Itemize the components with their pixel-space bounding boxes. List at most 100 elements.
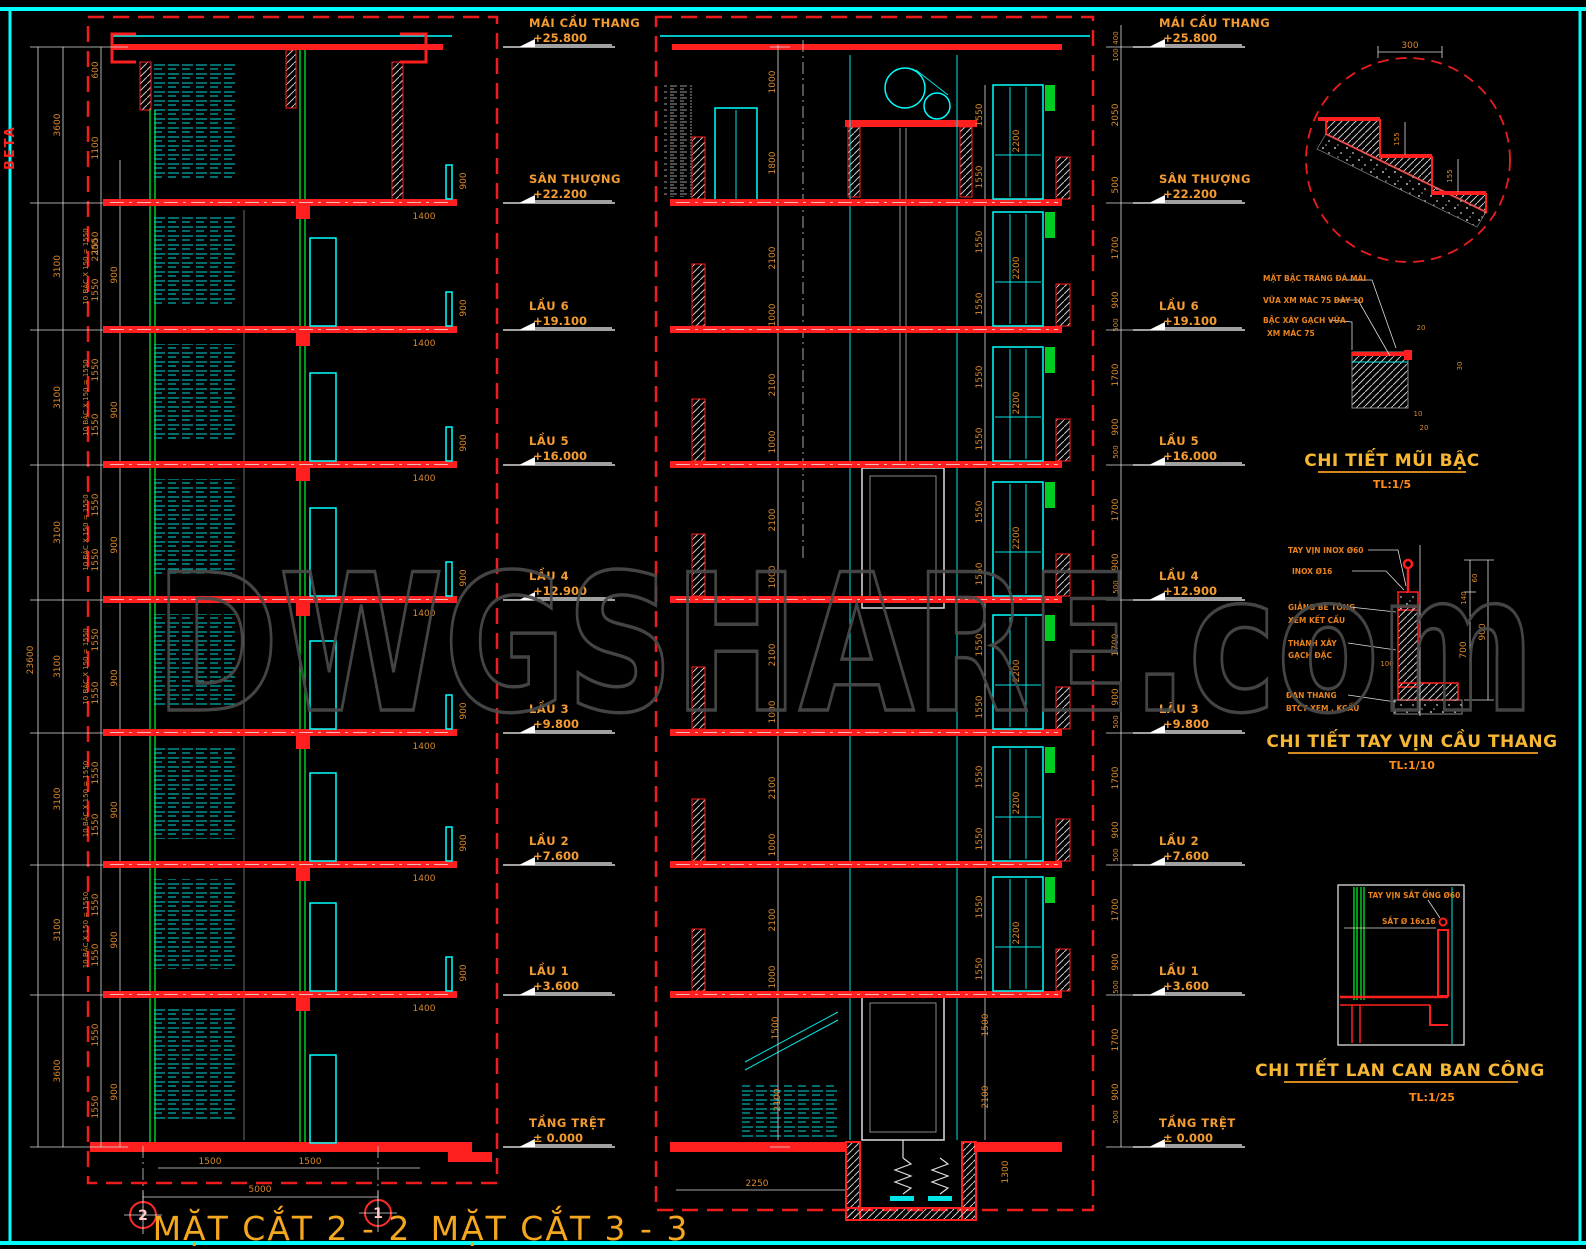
note-label: MẶT BẬC TRÁNG ĐÁ MÀI xyxy=(1263,274,1366,283)
dim-label: 900 xyxy=(110,401,120,418)
note-label: XM MÁC 75 xyxy=(1267,329,1315,338)
stair-flight xyxy=(152,614,238,707)
dim-label: +7.600 xyxy=(1163,849,1209,863)
section-2-2-drawing: 23600 3600 600 1100 2200 1500 1500 14009… xyxy=(26,32,492,1208)
dim-label: +22.200 xyxy=(1163,187,1217,201)
dim-label: 1500 xyxy=(299,1157,322,1167)
dim-label: LẦU 4 xyxy=(529,566,569,583)
dim-label: 140 xyxy=(1460,591,1468,604)
dim-label: 1550 xyxy=(91,493,101,516)
dim-label: 900 xyxy=(459,172,469,189)
dim-label: MÁI CẦU THANG xyxy=(529,13,640,30)
dim-label: 1700 xyxy=(1111,766,1121,789)
door-frame xyxy=(309,237,337,327)
dim-label: +12.900 xyxy=(1163,584,1217,598)
lintel xyxy=(1045,482,1055,508)
dim-label: 1550 xyxy=(91,358,101,381)
pier-hatch xyxy=(1055,818,1071,862)
dim-label: 1550 xyxy=(91,813,101,836)
dim-label: 5000 xyxy=(249,1185,272,1195)
dim-label: LẦU 1 xyxy=(1159,961,1199,978)
dim-label: 1400 xyxy=(413,212,436,222)
dim-label: 1700 xyxy=(1111,236,1121,259)
pier-hatch xyxy=(1055,156,1071,200)
window-frame xyxy=(992,84,1044,200)
window-frame xyxy=(992,481,1044,597)
stair-flight xyxy=(152,1009,238,1121)
beam xyxy=(296,206,310,219)
dim-label: 2250 xyxy=(746,1179,769,1189)
dim-label: 10 BẬC X 150 = 1550 xyxy=(81,892,90,968)
dim-label: ± 0.000 xyxy=(1163,1131,1213,1145)
note-label: GIẰNG BÊ TÔNG xyxy=(1288,602,1355,612)
dim-label: 2200 xyxy=(1012,256,1022,279)
dim-label: 2200 xyxy=(1012,129,1022,152)
beam xyxy=(296,468,310,481)
dim-label: 1000 xyxy=(768,833,778,856)
section-3-3-title: MẶT CẮT 3 - 3 xyxy=(431,1204,690,1248)
section-2-2-title: MẶT CẮT 2 - 2 xyxy=(153,1204,412,1248)
stair-flight xyxy=(152,217,238,304)
dim-label: 1550 xyxy=(91,1023,101,1046)
dim-label: 1550 xyxy=(975,562,985,585)
dim-label: 900 xyxy=(110,1083,120,1100)
corner-tag: BETA xyxy=(3,125,18,170)
pier-hatch xyxy=(1055,686,1071,730)
detail-title: CHI TIẾT MŨI BẬC xyxy=(1304,447,1480,471)
dim-label: 1000 xyxy=(768,565,778,588)
door-frame xyxy=(309,772,337,862)
dim-label: 1550 xyxy=(975,827,985,850)
window-frame xyxy=(992,876,1044,992)
dim-label: 500 xyxy=(1112,715,1120,728)
grid-bubble: 2 xyxy=(138,1208,148,1224)
dim-label: 1800 xyxy=(768,151,778,174)
detail-stair-nose: 300 155 155 20 30 10 20 MẶT BẬC TRÁNG ĐÁ… xyxy=(1263,41,1511,491)
dim-label: 1400 xyxy=(413,609,436,619)
dim-label: 10 BẬC X 150 = 1550 xyxy=(81,628,90,704)
window-frame xyxy=(992,746,1044,862)
wall-hatch xyxy=(691,928,706,992)
dim-label: 3100 xyxy=(53,918,63,941)
dim-label: 1550 xyxy=(91,761,101,784)
stair-flight xyxy=(152,879,238,969)
door-frame xyxy=(309,507,337,597)
detail-balcony-rail: TAY VỊN SẮT ỐNG Ø60 SẮT Ø 16x16 CHI TIẾT… xyxy=(1255,884,1545,1104)
dim-label: 500 xyxy=(1112,980,1120,993)
dim-label: 500 xyxy=(1112,318,1120,331)
note-label: SẮT Ø 16x16 xyxy=(1382,916,1436,926)
wall-hatch xyxy=(691,136,706,200)
beam xyxy=(296,998,310,1011)
dim-label: 2100 xyxy=(768,246,778,269)
dim-label: 1550 xyxy=(975,230,985,253)
detail-title: CHI TIẾT LAN CAN BAN CÔNG xyxy=(1255,1057,1545,1081)
dim-label: 1000 xyxy=(768,430,778,453)
dim-label: ± 0.000 xyxy=(533,1131,583,1145)
dim-label: 2200 xyxy=(1012,659,1022,682)
dim-label: 1700 xyxy=(1111,498,1121,521)
dim-label: 1500 xyxy=(981,1013,991,1036)
dim-label: +16.000 xyxy=(533,449,587,463)
beam xyxy=(296,868,310,881)
dim-label: 2100 xyxy=(981,1085,991,1108)
section-3-3-drawing: 1000 1800 400 100 2050 500 2250 1300 210… xyxy=(660,25,1134,1221)
detail-scale: TL:1/10 xyxy=(1389,759,1435,772)
dim-label: 1000 xyxy=(768,303,778,326)
dim-label: 1550 xyxy=(975,103,985,126)
balcony-rail xyxy=(445,956,453,992)
dim-label: 2100 xyxy=(768,776,778,799)
pier-hatch xyxy=(1055,283,1071,327)
watermark: DWGSHARE.com xyxy=(155,534,1535,755)
detail-handrail: TAY VỊN INOX Ø60 INOX Ø16 GIẰNG BÊ TÔNG … xyxy=(1266,545,1557,772)
wall-hatch xyxy=(691,533,706,597)
detail-scale: TL:1/5 xyxy=(1373,478,1411,491)
dim-label: 1300 xyxy=(1001,1160,1011,1183)
dim-label: 900 xyxy=(459,834,469,851)
dim-label: 900 xyxy=(110,266,120,283)
door-frame xyxy=(309,1054,337,1144)
door-frame xyxy=(309,902,337,992)
dim-label: 400 xyxy=(1112,31,1120,44)
dim-label: 100 xyxy=(1112,48,1120,61)
pier-hatch xyxy=(1055,948,1071,992)
dim-label: TẦNG TRỆT xyxy=(1159,1113,1236,1130)
stair-flight xyxy=(152,344,238,439)
